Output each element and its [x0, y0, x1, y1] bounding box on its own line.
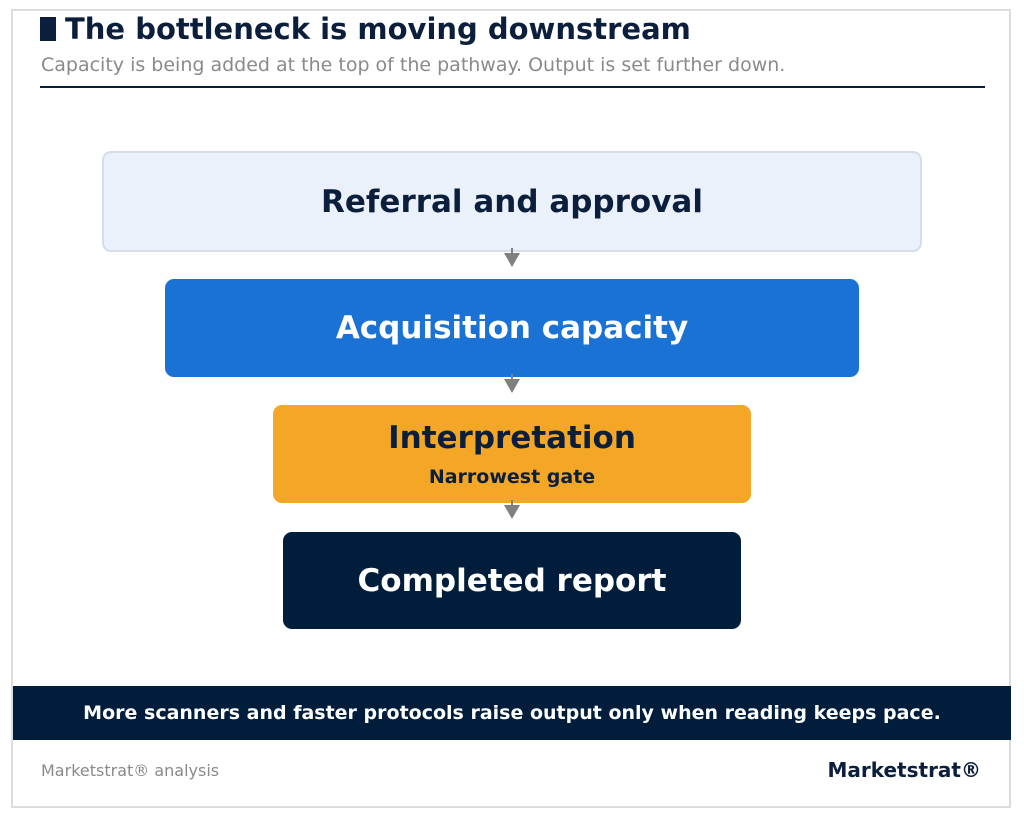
title-marker-icon [40, 17, 56, 41]
stage-note: Narrowest gate [428, 466, 596, 488]
stage-label: Referral and approval [321, 183, 703, 220]
stage-interpretation: Interpretation Narrowest gate [273, 405, 751, 503]
figure-title: The bottleneck is moving downstream [65, 12, 691, 46]
header-divider [40, 86, 985, 88]
stage-label: Acquisition capacity [335, 310, 689, 346]
stage-acquisition-capacity: Acquisition capacity [165, 279, 859, 377]
down-arrow-icon [504, 500, 520, 519]
stage-referral-and-approval: Referral and approval [102, 151, 922, 252]
brand-logo: Marketstrat® [827, 758, 981, 782]
stage-label: Completed report [357, 562, 667, 599]
down-arrow-icon [504, 374, 520, 393]
down-arrow-icon [504, 248, 520, 267]
figure-subtitle: Capacity is being added at the top of th… [41, 54, 786, 76]
takeaway-banner: More scanners and faster protocols raise… [13, 686, 1011, 740]
stage-completed-report: Completed report [283, 532, 741, 629]
takeaway-text: More scanners and faster protocols raise… [83, 702, 941, 724]
stage-label: Interpretation [388, 420, 636, 456]
source-note: Marketstrat® analysis [41, 761, 220, 780]
title-row: The bottleneck is moving downstream [40, 12, 691, 46]
